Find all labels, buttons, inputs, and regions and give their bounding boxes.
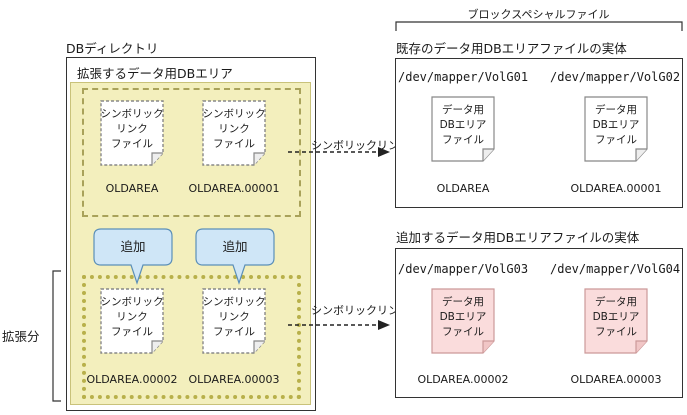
file-label-line: ファイル — [595, 326, 637, 338]
file-caption: OLDAREA.00001 — [188, 182, 280, 195]
file-label-line: ファイル — [595, 134, 637, 146]
volume-path: /dev/mapper/VolG03 — [398, 262, 529, 276]
block-special-file-header: ブロックスペシャルファイル — [467, 8, 610, 21]
new-db-area-file-icon — [431, 288, 495, 354]
db-area-file-label: データ用 DBエリア ファイル — [584, 295, 648, 340]
right-panel-bracket — [395, 21, 683, 31]
file-label-line: データ用 — [595, 296, 637, 308]
file-label-line: ファイル — [111, 326, 153, 338]
existing-files-group — [82, 88, 301, 217]
file-label-line: データ用 — [442, 296, 484, 308]
expansion-bracket — [52, 270, 61, 402]
add-callout-bubble — [93, 228, 173, 285]
db-area-file-label: データ用 DBエリア ファイル — [584, 103, 648, 148]
file-label-line: シンボリック — [100, 108, 164, 120]
expansion-label: 拡張分 — [2, 329, 40, 344]
file-caption: OLDAREA — [436, 182, 490, 195]
volume-path: /dev/mapper/VolG04 — [550, 262, 681, 276]
volume-path: /dev/mapper/VolG02 — [550, 70, 681, 84]
file-caption: OLDAREA — [105, 182, 159, 195]
file-label-line: リンク — [116, 123, 148, 135]
add-callout-text: 追加 — [222, 239, 248, 254]
file-caption: OLDAREA.00001 — [570, 182, 662, 195]
file-label-line: リンク — [218, 311, 250, 323]
db-area-file-label: データ用 DBエリア ファイル — [431, 103, 495, 148]
add-callout-bubble — [195, 228, 275, 285]
db-area-file-icon — [431, 96, 495, 162]
new-db-area-file-icon — [584, 288, 648, 354]
added-files-group — [82, 275, 301, 399]
db-area-file-icon — [584, 96, 648, 162]
file-label-line: データ用 — [442, 104, 484, 116]
file-label-line: シンボリック — [100, 296, 164, 308]
file-label-line: ファイル — [213, 138, 255, 150]
file-label-line: シンボリック — [202, 296, 266, 308]
file-caption: OLDAREA.00002 — [86, 373, 178, 386]
symlink-arrow-bottom — [288, 320, 390, 330]
symlink-file-icon — [202, 100, 266, 166]
add-callout-text: 追加 — [120, 239, 146, 254]
file-label-line: リンク — [116, 311, 148, 323]
file-label-line: DBエリア — [439, 311, 487, 323]
symlink-file-icon — [100, 100, 164, 166]
file-label-line: ファイル — [111, 138, 153, 150]
symlink-arrow-label: シンボリックリンク — [311, 139, 410, 152]
file-caption: OLDAREA.00003 — [570, 373, 662, 386]
db-directory-title: DBディレクトリ — [66, 41, 159, 56]
symlink-file-label: シンボリック リンク ファイル — [100, 107, 164, 152]
file-label-line: ファイル — [442, 134, 484, 146]
added-entity-title: 追加するデータ用DBエリアファイルの実体 — [396, 230, 640, 245]
symlink-file-icon — [100, 288, 164, 354]
file-label-line: リンク — [218, 123, 250, 135]
file-label-line: DBエリア — [439, 119, 487, 131]
file-label-line: DBエリア — [592, 119, 640, 131]
db-area-group-title: 拡張するデータ用DBエリア — [77, 66, 233, 81]
file-label-line: データ用 — [595, 104, 637, 116]
file-caption: OLDAREA.00003 — [188, 373, 280, 386]
existing-entity-title: 既存のデータ用DBエリアファイルの実体 — [396, 41, 627, 56]
file-label-line: ファイル — [213, 326, 255, 338]
file-label-line: DBエリア — [592, 311, 640, 323]
volume-path: /dev/mapper/VolG01 — [398, 70, 529, 84]
file-caption: OLDAREA.00002 — [417, 373, 509, 386]
symlink-arrow-top — [288, 147, 390, 157]
symlink-arrow-label: シンボリックリンク — [311, 304, 410, 317]
symlink-file-label: シンボリック リンク ファイル — [202, 107, 266, 152]
symlink-file-label: シンボリック リンク ファイル — [100, 295, 164, 340]
file-label-line: シンボリック — [202, 108, 266, 120]
file-label-line: ファイル — [442, 326, 484, 338]
db-area-file-label: データ用 DBエリア ファイル — [431, 295, 495, 340]
symlink-file-icon — [202, 288, 266, 354]
symlink-file-label: シンボリック リンク ファイル — [202, 295, 266, 340]
